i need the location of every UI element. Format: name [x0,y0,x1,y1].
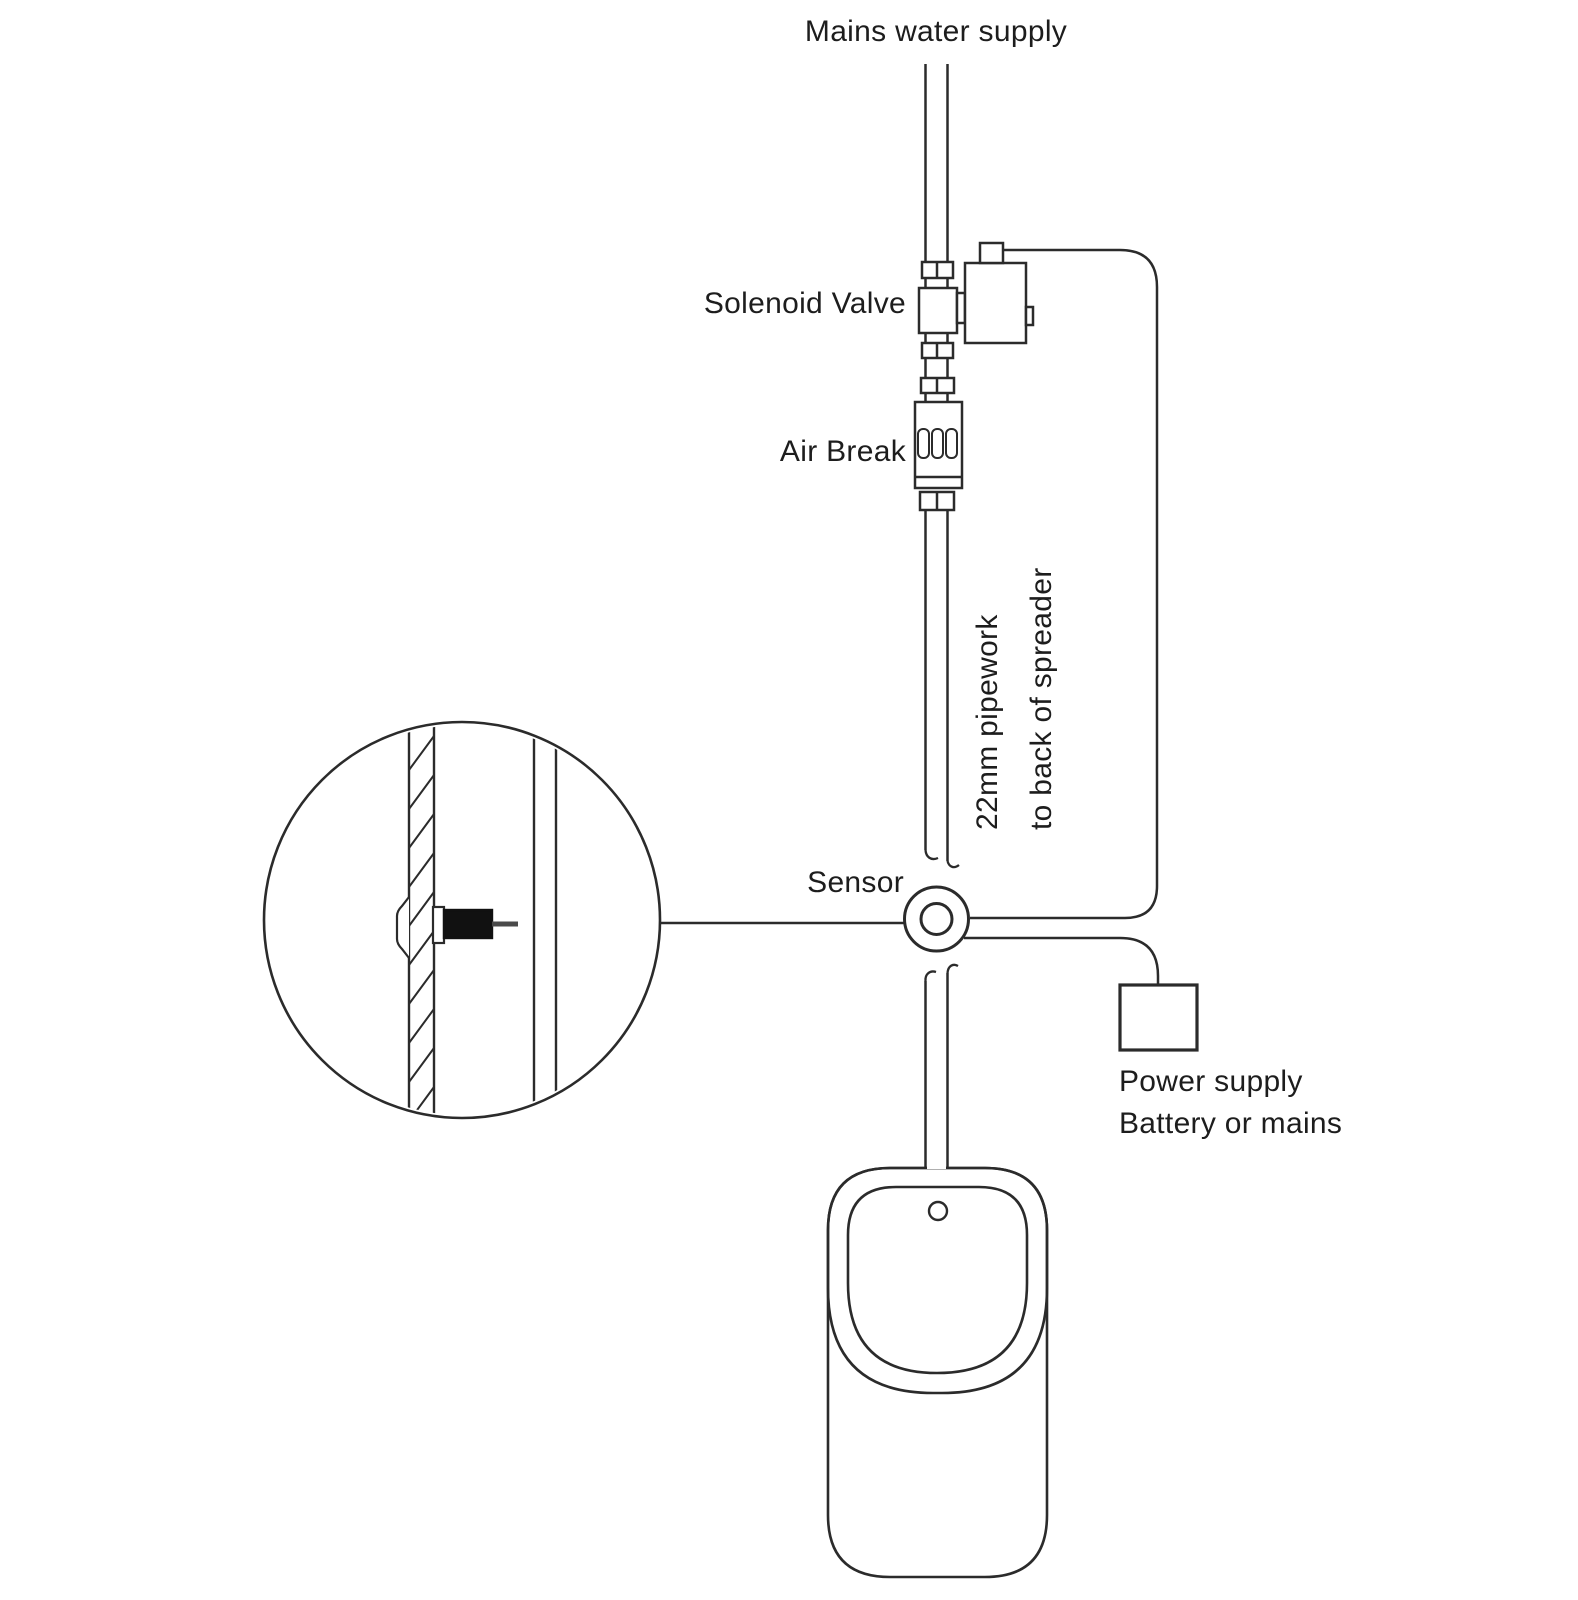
air-break-label: Air Break [779,435,906,468]
power-supply-label-line2: Battery or mains [1119,1107,1343,1140]
urinal-spreader-hole [927,1200,949,1222]
urinal-shape [826,1166,1049,1579]
wire-solenoid-to-sensor [970,248,1159,920]
mains-water-supply-label: Mains water supply [804,15,1068,48]
wiring [964,248,1199,1052]
sensor-mount-bracket [431,905,446,945]
solenoid-coil [963,261,1028,345]
pipework-label-line1: 22mm pipework [971,614,1004,830]
pipe-fitting-nut [920,341,955,360]
panel-lines [532,725,558,1115]
sensor-shape [903,885,970,953]
pipe-fitting-nut [918,490,956,512]
pipe-fitting-nut [919,376,956,395]
coil-side-tab [1024,305,1035,327]
power-supply-box [1118,983,1199,1052]
pipe-break-squiggle [946,963,959,974]
coil-terminal [978,241,1005,265]
pipe-fitting-nut [920,260,955,280]
pipe-22mm [924,510,960,869]
pipework-label-line2: to back of spreader [1025,567,1058,830]
pipe-break-squiggle [924,970,937,982]
sensor-flange [395,896,410,959]
air-break-vents [917,428,958,459]
solenoid-valve-shape [917,241,1035,395]
solenoid-valve-label: Solenoid Valve [703,287,906,320]
pipe-to-urinal [924,963,959,1169]
wall-sensor-detail [395,896,518,959]
sensor-body [442,908,494,940]
wall-hatched-section [407,725,436,1115]
air-break-shape [913,400,964,512]
pipe-break-squiggle [946,860,960,869]
urinal-bowl-outline [846,1185,1029,1375]
urinal-rim-outline [826,1166,1049,1395]
pipe-mains-supply [924,64,949,262]
sensor-label: Sensor [807,866,904,899]
pipe-break-squiggle [924,849,939,861]
power-supply-label-line1: Power supply [1119,1065,1303,1098]
wire-sensor-to-power [964,936,1160,985]
valve-body [917,286,959,335]
detail-circle [262,720,662,1120]
pipework [924,64,960,1169]
